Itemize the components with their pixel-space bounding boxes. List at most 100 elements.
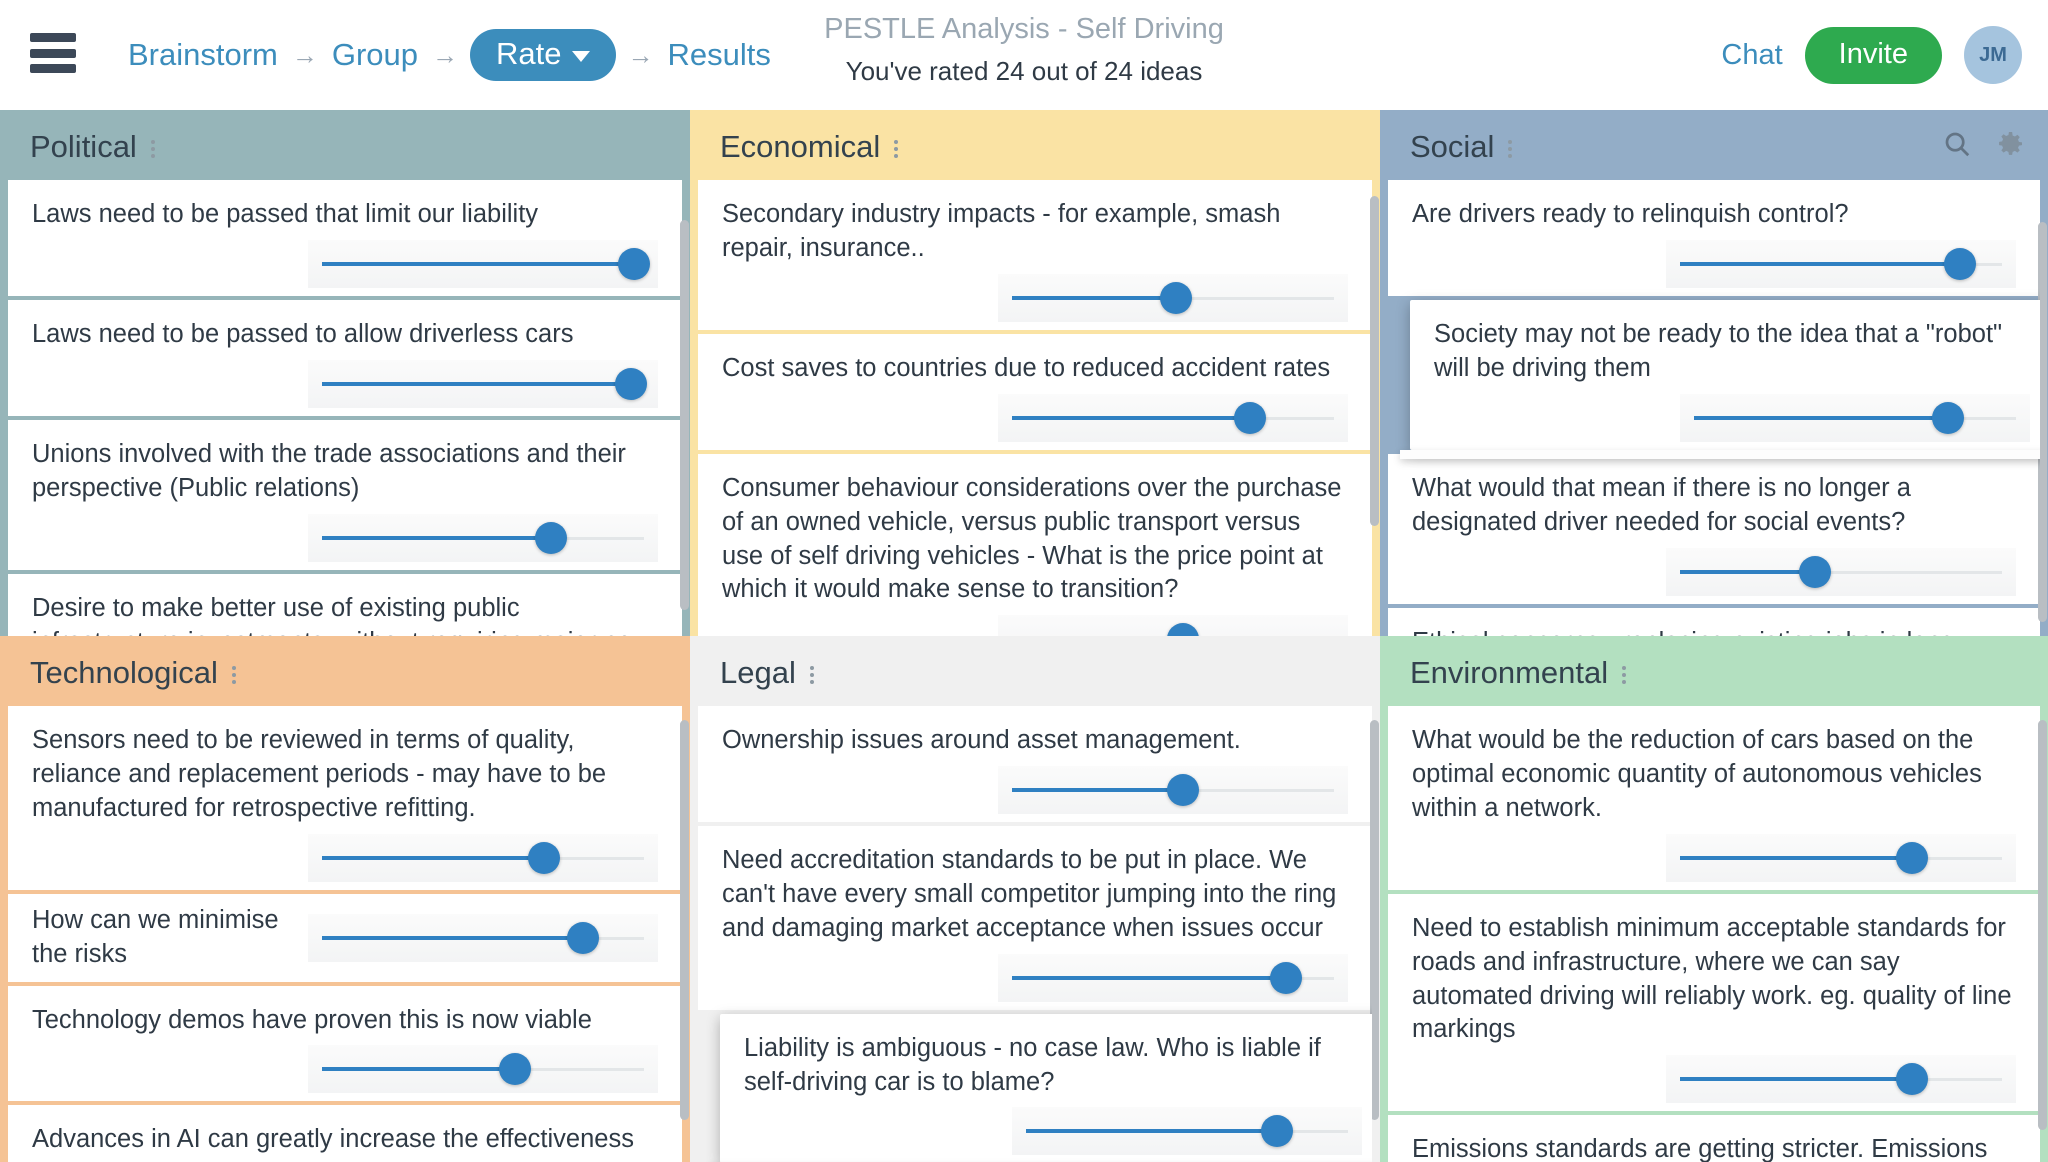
panel-environmental-scrollbar[interactable] bbox=[2038, 712, 2047, 1156]
panel-technological-scrollbar[interactable] bbox=[680, 712, 689, 1156]
panel-economical-scrollbar[interactable] bbox=[1370, 186, 1379, 630]
slider-knob[interactable] bbox=[1944, 247, 1977, 280]
rating-slider[interactable] bbox=[998, 953, 1348, 1002]
idea-card[interactable]: Advances in AI can greatly increase the … bbox=[8, 1105, 682, 1162]
slider-fill bbox=[1012, 415, 1251, 420]
panel-economical-card-list[interactable]: Secondary industry impacts - for example… bbox=[698, 180, 1372, 636]
rating-slider[interactable] bbox=[998, 393, 1348, 442]
idea-card[interactable]: Ethical concerns - replacing existing jo… bbox=[1388, 607, 2040, 636]
rating-slider-wrap bbox=[32, 239, 658, 288]
idea-card[interactable]: Need to establish minimum acceptable sta… bbox=[1388, 893, 2040, 1112]
slider-fill bbox=[322, 535, 551, 540]
rating-slider[interactable] bbox=[1666, 239, 2016, 288]
gear-icon[interactable] bbox=[1994, 128, 2026, 165]
slider-fill bbox=[322, 1067, 516, 1072]
avatar[interactable]: JM bbox=[1964, 26, 2022, 84]
idea-card-text: What would be the reduction of cars base… bbox=[1412, 726, 1982, 822]
panel-legal-kebab-icon[interactable] bbox=[809, 665, 814, 684]
slider-knob[interactable] bbox=[1166, 623, 1199, 636]
slider-knob[interactable] bbox=[1895, 1063, 1928, 1096]
rating-slider[interactable] bbox=[308, 833, 658, 882]
breadcrumb-item-brainstorm[interactable]: Brainstorm bbox=[128, 37, 278, 72]
idea-card[interactable]: Unions involved with the trade associati… bbox=[8, 419, 682, 570]
rating-slider-wrap bbox=[32, 833, 658, 882]
rating-slider-wrap bbox=[1412, 1055, 2016, 1104]
hamburger-bar-2 bbox=[30, 48, 76, 58]
slider-knob[interactable] bbox=[1166, 773, 1199, 806]
idea-card[interactable]: Liability is ambiguous - no case law. Wh… bbox=[720, 1013, 1372, 1162]
rating-slider[interactable] bbox=[1680, 393, 2030, 442]
idea-card[interactable]: Are drivers ready to relinquish control? bbox=[1388, 180, 2040, 296]
panel-political-card-list[interactable]: Laws need to be passed that limit our li… bbox=[8, 180, 682, 636]
panel-political-kebab-icon[interactable] bbox=[150, 139, 155, 158]
idea-card[interactable]: Need accreditation standards to be put i… bbox=[698, 825, 1372, 1010]
rating-slider[interactable] bbox=[308, 359, 658, 408]
rating-slider[interactable] bbox=[998, 765, 1348, 814]
idea-card[interactable]: Technology demos have proven this is now… bbox=[8, 985, 682, 1102]
rating-slider[interactable] bbox=[1666, 1055, 2016, 1104]
rating-slider[interactable] bbox=[308, 239, 658, 288]
invite-button[interactable]: Invite bbox=[1804, 26, 1942, 84]
panel-technological-kebab-icon[interactable] bbox=[231, 665, 236, 684]
slider-knob[interactable] bbox=[534, 521, 567, 554]
idea-card-text: Emissions standards are getting stricter… bbox=[1412, 1135, 1988, 1162]
rating-slider[interactable] bbox=[1666, 547, 2016, 596]
slider-knob[interactable] bbox=[1261, 1115, 1294, 1148]
idea-card[interactable]: What would be the reduction of cars base… bbox=[1388, 706, 2040, 890]
rating-slider-wrap bbox=[722, 393, 1348, 442]
search-icon[interactable] bbox=[1942, 129, 1972, 164]
rating-slider[interactable] bbox=[308, 513, 658, 562]
slider-knob[interactable] bbox=[1160, 281, 1193, 314]
panel-legal-scrollbar[interactable] bbox=[1370, 712, 1379, 1156]
panel-technological-card-list[interactable]: Sensors need to be reviewed in terms of … bbox=[8, 706, 682, 1162]
panel-economical-header: Economical bbox=[690, 110, 1380, 180]
slider-knob[interactable] bbox=[1895, 841, 1928, 874]
panel-environmental-kebab-icon[interactable] bbox=[1622, 665, 1627, 684]
chat-link[interactable]: Chat bbox=[1721, 38, 1783, 71]
slider-knob[interactable] bbox=[499, 1053, 532, 1086]
panel-social-scrollbar[interactable] bbox=[2038, 186, 2047, 630]
rating-slider[interactable] bbox=[1012, 1107, 1362, 1156]
idea-card[interactable]: Desire to make better use of existing pu… bbox=[8, 573, 682, 636]
slider-knob[interactable] bbox=[1799, 555, 1832, 588]
idea-card[interactable]: Consumer behaviour considerations over t… bbox=[698, 453, 1372, 636]
panel-social-card-list[interactable]: Are drivers ready to relinquish control?… bbox=[1388, 180, 2040, 636]
slider-fill bbox=[1680, 855, 1912, 860]
panel-environmental-card-list[interactable]: What would be the reduction of cars base… bbox=[1388, 706, 2040, 1162]
breadcrumb-item-group[interactable]: Group bbox=[331, 37, 419, 72]
slider-track bbox=[1680, 570, 2002, 574]
panel-legal-card-list[interactable]: Ownership issues around asset management… bbox=[698, 706, 1372, 1162]
slider-knob[interactable] bbox=[615, 367, 648, 400]
idea-card[interactable]: How can we minimise the risks bbox=[8, 893, 682, 982]
breadcrumb-item-results[interactable]: Results bbox=[667, 37, 771, 72]
rating-slider[interactable] bbox=[308, 913, 658, 962]
idea-card[interactable]: Ownership issues around asset management… bbox=[698, 706, 1372, 822]
hamburger-bar-1 bbox=[30, 33, 76, 42]
panel-political-scrollbar[interactable] bbox=[680, 186, 689, 630]
idea-card[interactable]: Cost saves to countries due to reduced a… bbox=[698, 333, 1372, 450]
slider-knob[interactable] bbox=[566, 921, 599, 954]
idea-card[interactable]: Sensors need to be reviewed in terms of … bbox=[8, 706, 682, 890]
slider-knob[interactable] bbox=[618, 247, 651, 280]
panel-social-kebab-icon[interactable] bbox=[1508, 139, 1513, 158]
idea-card[interactable]: Laws need to be passed that limit our li… bbox=[8, 180, 682, 296]
idea-card[interactable]: Society may not be ready to the idea tha… bbox=[1400, 299, 2040, 459]
slider-knob[interactable] bbox=[1269, 961, 1302, 994]
hamburger-menu-icon[interactable] bbox=[30, 33, 76, 73]
panel-economical-kebab-icon[interactable] bbox=[894, 139, 899, 158]
rating-slider[interactable] bbox=[998, 273, 1348, 322]
rating-slider[interactable] bbox=[308, 1045, 658, 1094]
idea-card[interactable]: Secondary industry impacts - for example… bbox=[698, 180, 1372, 330]
rating-slider[interactable] bbox=[1666, 833, 2016, 882]
slider-knob[interactable] bbox=[1932, 401, 1965, 434]
slider-fill bbox=[322, 855, 545, 860]
panel-political-header: Political bbox=[0, 110, 690, 180]
breadcrumb-item-rate[interactable]: Rate bbox=[470, 29, 616, 81]
idea-card[interactable]: What would that mean if there is no long… bbox=[1388, 453, 2040, 604]
idea-card[interactable]: Emissions standards are getting stricter… bbox=[1388, 1115, 2040, 1162]
slider-knob[interactable] bbox=[1234, 401, 1267, 434]
breadcrumb-arrow-1: → bbox=[291, 39, 318, 70]
idea-card[interactable]: Laws need to be passed to allow driverle… bbox=[8, 299, 682, 416]
slider-knob[interactable] bbox=[528, 841, 561, 874]
rating-slider[interactable] bbox=[998, 615, 1348, 636]
